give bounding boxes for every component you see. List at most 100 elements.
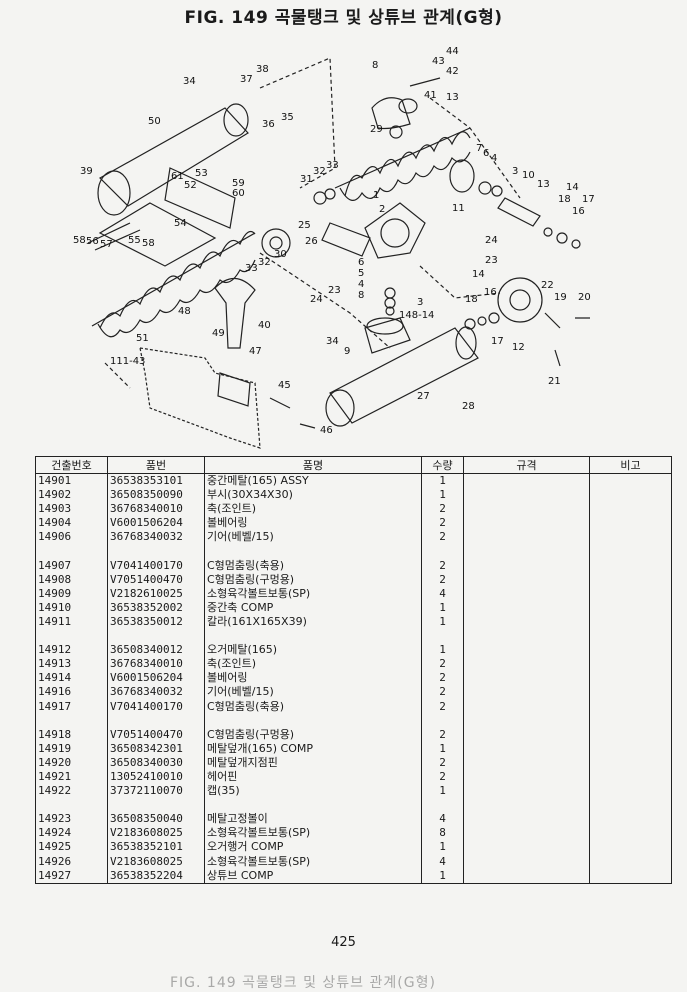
cell-quantity: 2 [421,530,464,545]
lower-tube-drawing [325,317,479,427]
part-label: 18 [558,194,571,205]
part-label: 17 [491,336,504,347]
part-label: 2 [379,204,385,215]
cell-spec [463,685,590,700]
part-label: 14 [472,269,485,280]
part-label: 25 [298,220,311,231]
cell-number: 14926 [35,854,108,869]
small-parts [269,287,590,429]
header-spec: 규격 [463,456,590,474]
cell-number [35,713,108,728]
part-label: 44 [446,46,459,57]
part-label: 10 [522,170,535,181]
part-label: 18 [465,294,478,305]
cell-spec [463,488,590,503]
cell-part-name: 부시(30X34X30) [204,488,422,503]
cell-part-code: 36508340030 [107,755,205,770]
cell-part-name: 오거메탈(165) [204,643,422,658]
page-number: 425 [331,935,356,950]
cell-part-name [204,629,422,644]
header-part-name: 품명 [204,456,422,474]
part-label: 3 [512,166,518,177]
cell-part-name: 볼베어링 [204,516,422,531]
cell-part-code: 36508340012 [107,643,205,658]
cell-spec [463,840,590,855]
cell-number: 14913 [35,657,108,672]
part-label: 12 [512,342,525,353]
cell-part-code: 36538350012 [107,614,205,630]
part-label: 35 [281,112,294,123]
part-label: 30 [274,249,287,260]
cell-spec [463,629,590,644]
cell-note [589,798,672,813]
cell-number [35,798,108,813]
cell-number: 14918 [35,727,108,742]
part-label: 16 [572,206,585,217]
cell-number: 14920 [35,755,108,770]
cell-quantity: 2 [421,572,464,587]
part-label: 60 [232,188,245,199]
cell-quantity: 8 [421,826,464,841]
part-label: 58 [142,238,155,249]
part-label: 26 [305,236,318,247]
cell-note [589,516,672,531]
cell-spec [463,473,590,489]
cell-part-code: V6001506204 [107,671,205,686]
cell-quantity: 1 [421,784,464,799]
part-label: 23 [485,255,498,266]
part-label: 111-43 [110,356,145,367]
part-label: 45 [278,380,291,391]
cell-part-code: V6001506204 [107,516,205,531]
cell-spec [463,868,590,884]
cell-spec [463,784,590,799]
cell-part-name: 상튜브 COMP [204,868,422,884]
part-label: 8 [372,60,378,71]
cell-number: 14917 [35,699,108,714]
cell-part-name: 소형육각볼트보통(SP) [204,854,422,869]
part-label: 56 [86,236,99,247]
cell-note [589,643,672,658]
cell-note [589,826,672,841]
part-label: 38 [256,64,269,75]
part-label: 21 [548,376,561,387]
cell-note [589,769,672,785]
part-label: 47 [249,346,262,357]
cell-quantity: 2 [421,685,464,700]
cell-part-name [204,713,422,728]
cell-quantity: 1 [421,868,464,884]
cell-spec [463,755,590,770]
cell-note [589,741,672,756]
cell-number: 14914 [35,671,108,686]
table-row [35,544,672,559]
part-label: 43 [432,56,445,67]
cell-quantity: 1 [421,600,464,615]
cell-number: 14912 [35,643,108,658]
cell-quantity: 1 [421,643,464,658]
cell-part-code: V2183608025 [107,854,205,869]
cell-part-code: 13052410010 [107,769,205,785]
cell-number: 14907 [35,558,108,573]
cell-quantity: 2 [421,516,464,531]
cell-number: 14916 [35,685,108,700]
part-label: 58 [73,235,86,246]
cell-number: 14910 [35,600,108,615]
cell-part-name: 중간축 COMP [204,600,422,615]
cell-quantity: 1 [421,741,464,756]
upper-housing-drawing [371,77,441,139]
cell-part-name: 메탈덮개(165) COMP [204,741,422,756]
cell-part-name [204,544,422,559]
cell-spec [463,826,590,841]
cell-note [589,727,672,742]
part-label: 53 [195,168,208,179]
part-label: 4 [358,279,364,290]
cell-spec [463,713,590,728]
part-label: 39 [80,166,93,177]
cell-part-name: C형멈춤링(축용) [204,558,422,573]
